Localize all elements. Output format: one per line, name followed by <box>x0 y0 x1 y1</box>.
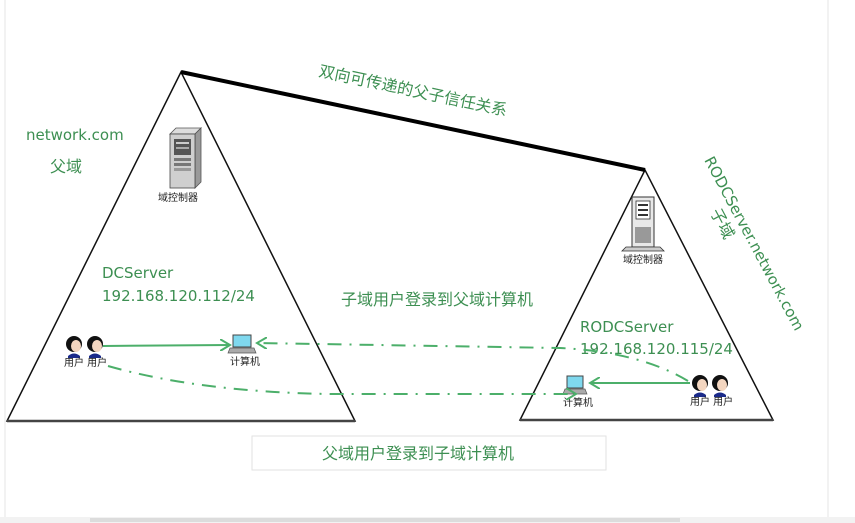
parent-to-child-label: 父域用户登录到子域计算机 <box>322 444 514 463</box>
child-to-parent-label: 子域用户登录到父域计算机 <box>341 290 533 309</box>
child-domain-name: RODCServer.network.com <box>700 153 807 333</box>
parent-server-ip: 192.168.120.112/24 <box>102 287 255 305</box>
parent-to-child-label-box <box>251 435 607 471</box>
parent-users-label: 用户 用户 <box>64 356 107 369</box>
child-to-parent-login-arrow <box>257 343 689 382</box>
server-tower-icon <box>169 127 202 189</box>
child-server-name: RODCServer <box>580 318 674 336</box>
user-pair-icon <box>692 375 728 397</box>
trust-relationship-line <box>180 70 646 172</box>
user-pair-icon <box>66 336 103 358</box>
child-dc-label: 域控制器 <box>623 253 663 266</box>
server-tower-icon <box>621 196 665 252</box>
laptop-computer-icon <box>227 334 257 354</box>
parent-computer-label: 计算机 <box>230 355 260 368</box>
parent-to-child-login-arrow <box>107 365 576 394</box>
parent-local-login-arrow <box>102 345 230 346</box>
laptop-computer-icon <box>562 375 588 395</box>
parent-server-name: DCServer <box>102 264 174 282</box>
trust-label: 双向可传递的父子信任关系 <box>317 61 509 120</box>
bottom-scrollbar-thumb[interactable] <box>90 518 680 522</box>
child-users-label: 用户 用户 <box>690 395 733 408</box>
parent-domain-name: network.com <box>26 126 124 144</box>
parent-dc-label: 域控制器 <box>158 191 198 204</box>
parent-domain-triangle <box>5 70 357 422</box>
parent-domain-role: 父域 <box>50 157 82 176</box>
child-server-ip: 192.168.120.115/24 <box>580 340 733 358</box>
child-computer-label: 计算机 <box>563 396 593 409</box>
